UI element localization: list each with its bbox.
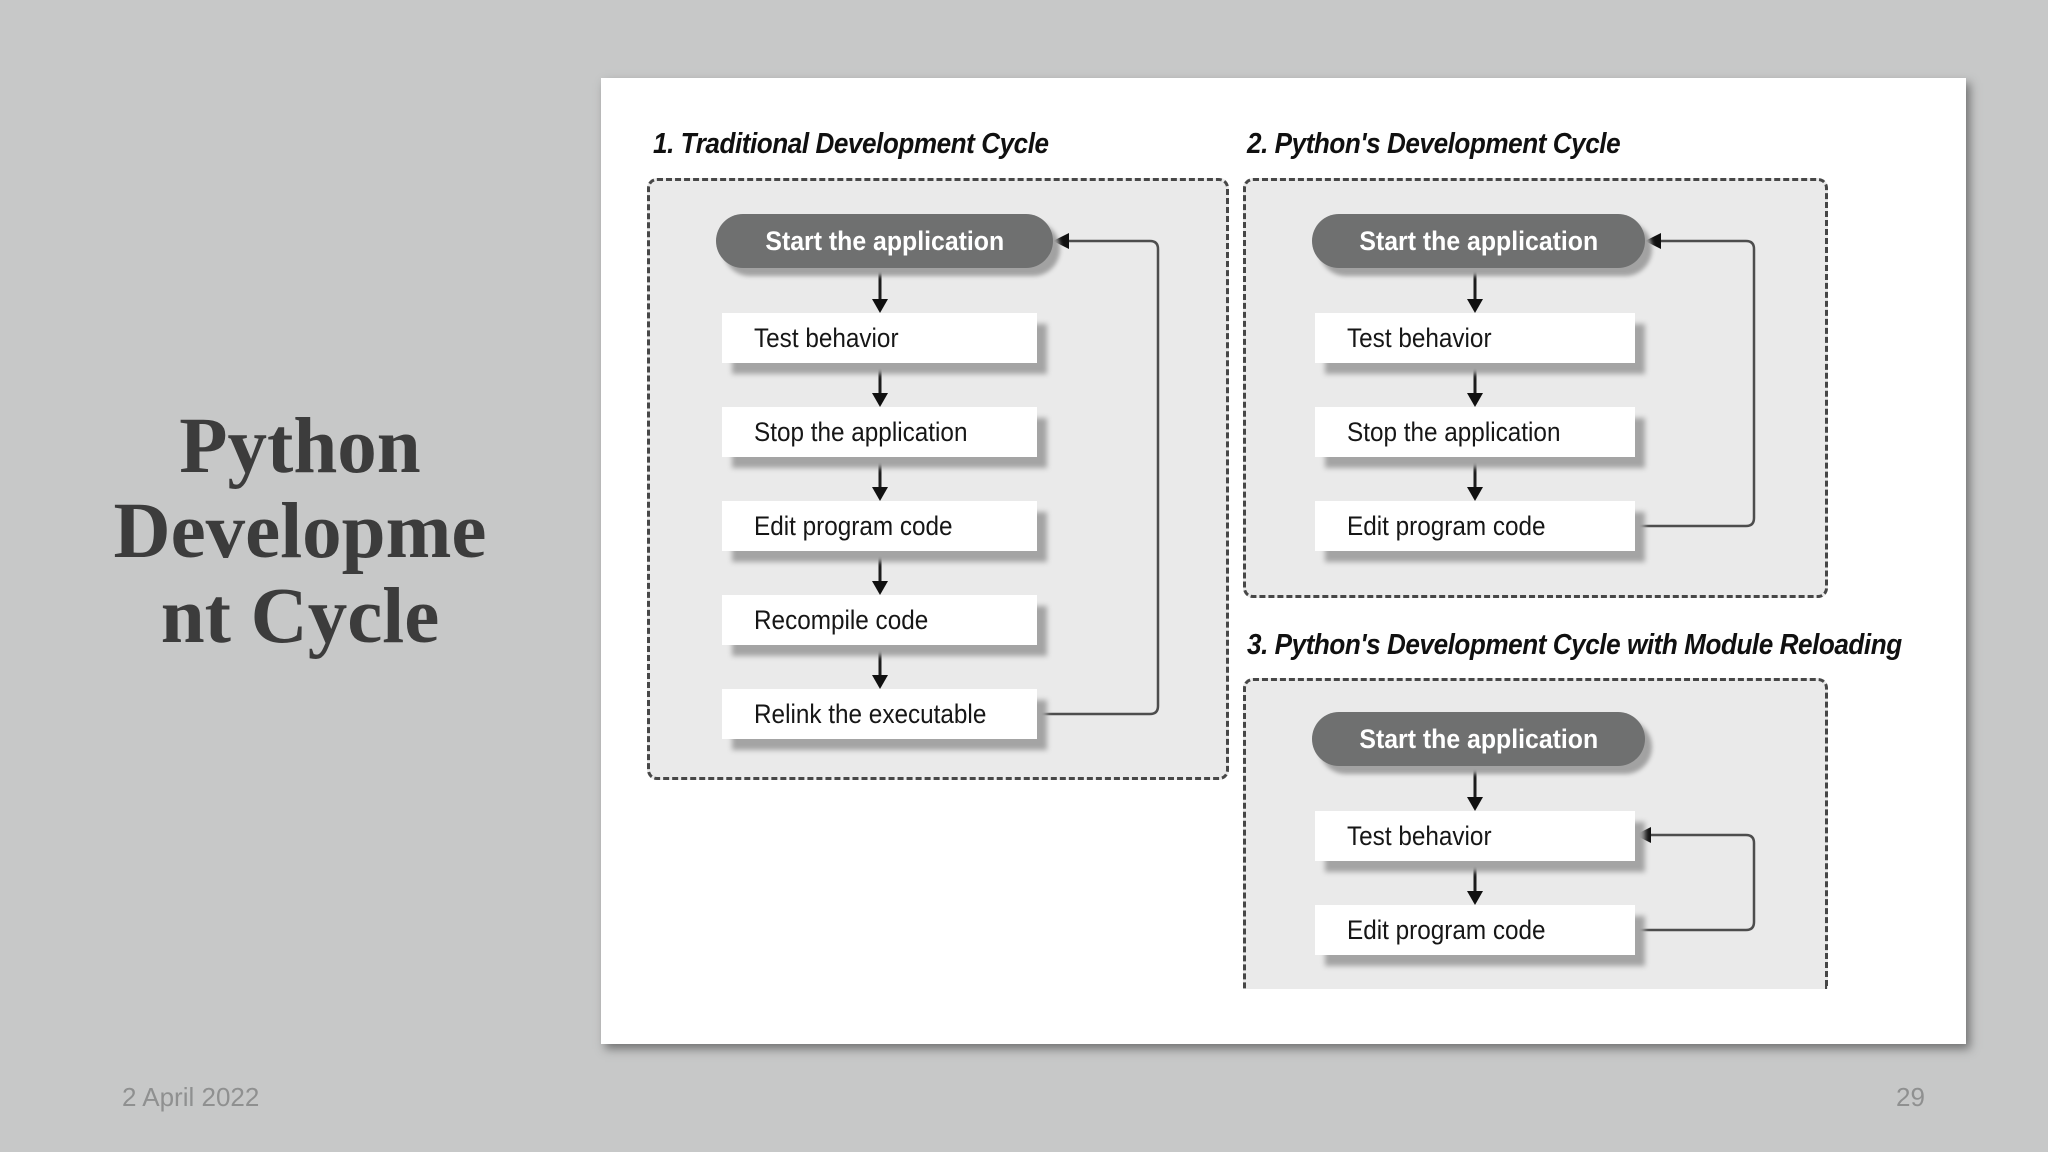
diagram1-step4-label: Recompile code [754,604,929,635]
diagram1-step-node: Test behavior [722,313,1037,363]
diagram2-step2-label: Stop the application [1347,416,1561,447]
slide-title-line-1: Python [179,403,421,490]
diagram3-start-node: Start the application [1312,712,1645,766]
diagram2-step1-label: Test behavior [1347,322,1492,353]
diagram3-step1-label: Test behavior [1347,820,1492,851]
diagram1-step-node: Edit program code [722,501,1037,551]
diagram1-start-label: Start the application [765,225,1004,256]
diagram1-step2-label: Stop the application [754,416,968,447]
slide-title-line-2: Developme [113,488,487,575]
diagram2-heading: 2. Python's Development Cycle [1247,128,1621,160]
diagram1-start-node: Start the application [716,214,1053,268]
diagram2-step-node: Edit program code [1315,501,1635,551]
diagram1-heading: 1. Traditional Development Cycle [653,128,1049,160]
diagram2-step3-label: Edit program code [1347,510,1546,541]
diagram3-start-label: Start the application [1359,723,1598,754]
diagram1-step5-label: Relink the executable [754,698,987,729]
footer-page-number: 29 [1896,1082,1925,1112]
diagram3-heading: 3. Python's Development Cycle with Modul… [1247,629,1902,661]
diagram3-step-node: Edit program code [1315,905,1635,955]
diagram1-step3-label: Edit program code [754,510,953,541]
diagram1-step1-label: Test behavior [754,322,899,353]
slide-title: Python Developme nt Cycle [100,404,500,659]
diagram1-step-node: Recompile code [722,595,1037,645]
diagram3-step2-label: Edit program code [1347,914,1546,945]
diagram1-step-node: Relink the executable [722,689,1037,739]
figure-panel: 1. Traditional Development Cycle Start t… [601,78,1966,1044]
diagram2-start-node: Start the application [1312,214,1645,268]
diagram2-step-node: Stop the application [1315,407,1635,457]
diagram3-step-node: Test behavior [1315,811,1635,861]
slide-title-line-3: nt Cycle [160,573,440,660]
footer-date: 2 April 2022 [122,1082,260,1112]
diagram2-start-label: Start the application [1359,225,1598,256]
diagram2-step-node: Test behavior [1315,313,1635,363]
diagram1-step-node: Stop the application [722,407,1037,457]
